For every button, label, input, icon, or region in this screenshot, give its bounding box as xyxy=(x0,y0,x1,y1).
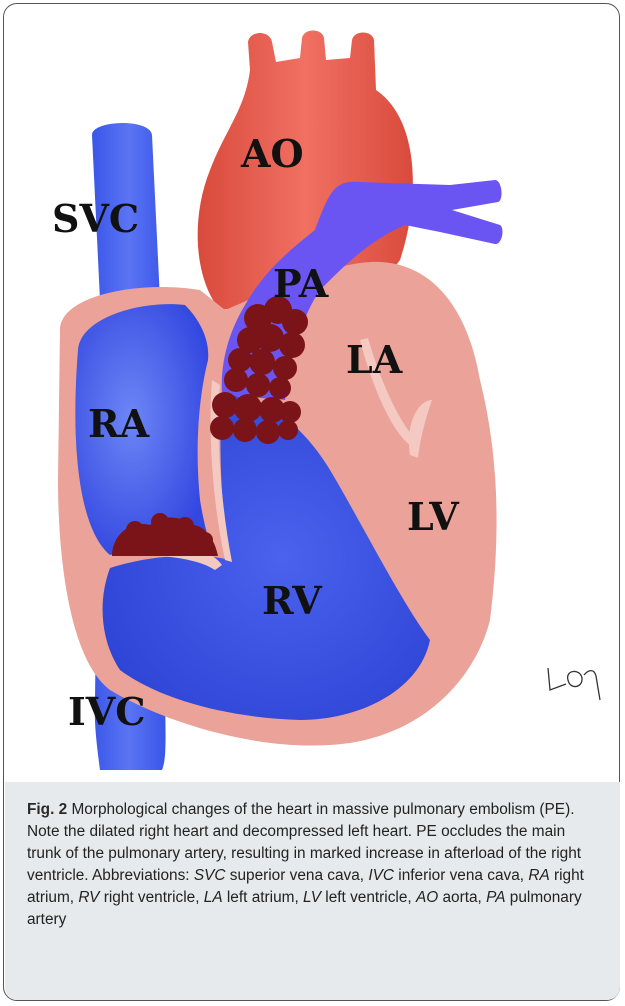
label-rv: RV xyxy=(262,578,323,623)
label-la: LA xyxy=(346,337,403,382)
abbr-term: LA xyxy=(204,889,223,906)
abbr-term: RV xyxy=(78,889,99,906)
label-lv: LV xyxy=(407,494,460,539)
abbr-term: IVC xyxy=(368,867,394,884)
abbr-term: RA xyxy=(528,867,549,884)
abbr-definition: left ventricle, xyxy=(321,889,416,906)
abbr-definition: superior vena cava, xyxy=(225,867,368,884)
figure-number: Fig. 2 xyxy=(27,801,67,818)
artist-signature xyxy=(548,668,600,700)
abbr-term: AO xyxy=(416,889,438,906)
figure-caption-box: Fig. 2 Morphological changes of the hear… xyxy=(5,782,620,1000)
abbr-definition: left atrium, xyxy=(223,889,303,906)
abbr-term: PA xyxy=(486,889,505,906)
label-svc: SVC xyxy=(52,196,139,241)
abbr-definition: aorta, xyxy=(438,889,486,906)
abbr-term: SVC xyxy=(194,867,226,884)
figure-caption: Fig. 2 Morphological changes of the hear… xyxy=(27,799,602,931)
abbr-term: LV xyxy=(303,889,321,906)
heart-illustration: AO SVC PA LA RA LV RV IVC xyxy=(0,0,625,782)
label-ao: AO xyxy=(240,131,304,176)
abbr-definition: inferior vena cava, xyxy=(394,867,528,884)
label-ivc: IVC xyxy=(68,689,146,734)
label-ra: RA xyxy=(88,401,150,446)
label-pa: PA xyxy=(273,261,329,306)
abbr-definition: right ventricle, xyxy=(99,889,203,906)
